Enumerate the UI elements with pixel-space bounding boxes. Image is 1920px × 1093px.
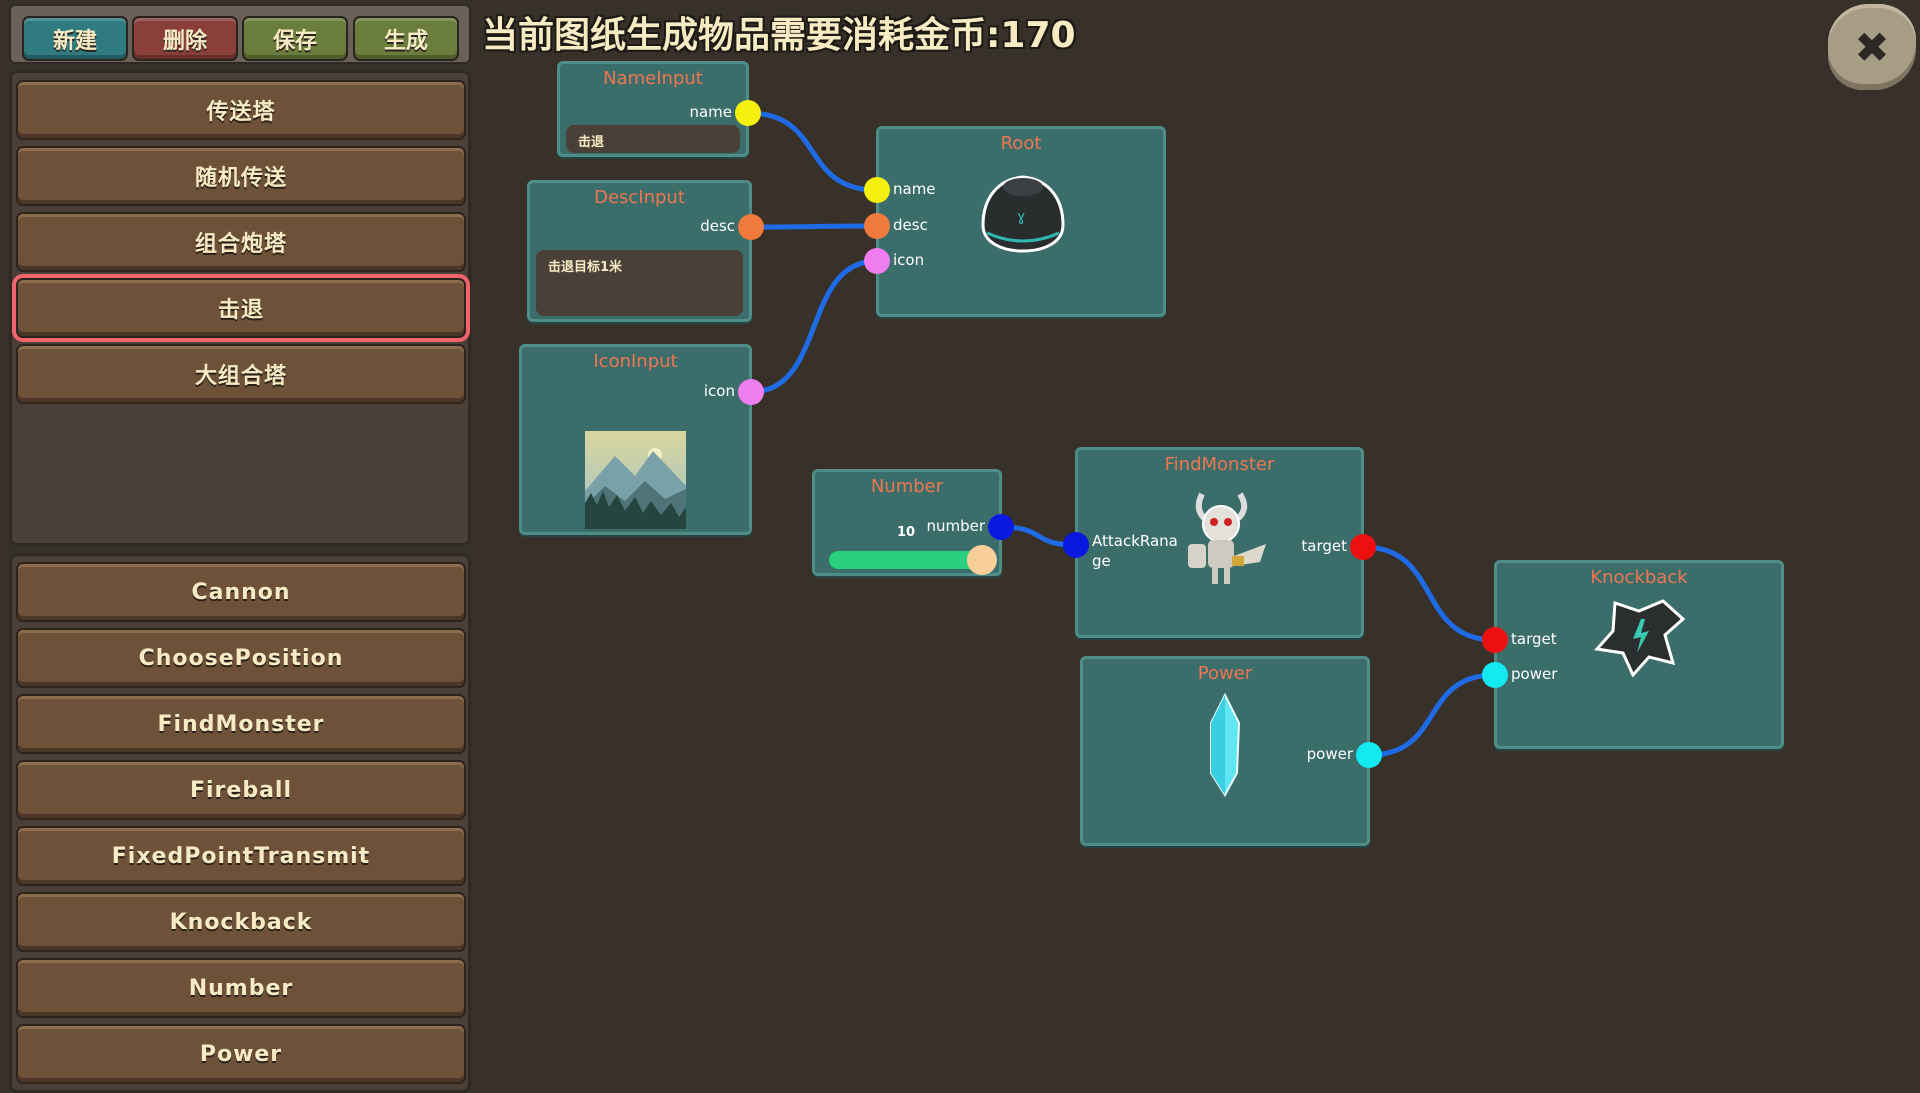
- blueprint-item[interactable]: 大组合塔: [16, 344, 466, 404]
- blueprint-item[interactable]: 随机传送: [16, 146, 466, 206]
- delete-button[interactable]: 删除: [132, 16, 238, 61]
- attack-range-input-port[interactable]: [1063, 532, 1089, 558]
- node-title: Knockback: [1590, 567, 1688, 588]
- name-input-field[interactable]: 击退: [566, 125, 740, 153]
- port-label: icon: [703, 382, 735, 400]
- target-output-port[interactable]: [1350, 534, 1376, 560]
- slider-fill: [829, 551, 989, 569]
- node-type-item[interactable]: Fireball: [16, 760, 466, 820]
- node-title: IconInput: [593, 351, 678, 372]
- node-root[interactable]: Root name desc icon ɣ: [864, 126, 1166, 317]
- save-button[interactable]: 保存: [242, 16, 348, 61]
- wire-target: [1362, 544, 1496, 643]
- generate-button[interactable]: 生成: [353, 16, 459, 61]
- desc-output-port[interactable]: [738, 214, 764, 240]
- node-title: NameInput: [603, 68, 703, 89]
- name-output-port[interactable]: [735, 100, 761, 126]
- target-input-port[interactable]: [1482, 627, 1508, 653]
- node-type-item[interactable]: Knockback: [16, 892, 466, 952]
- port-label: number: [926, 517, 985, 535]
- knockback-skill-icon: [1594, 599, 1686, 677]
- node-title: DescInput: [594, 187, 685, 208]
- port-label: target: [1301, 537, 1347, 555]
- svg-text:ɣ: ɣ: [1017, 209, 1025, 225]
- landscape-image-icon[interactable]: [585, 431, 686, 529]
- wire-desc: [750, 223, 878, 230]
- port-label: name: [893, 180, 936, 198]
- node-title: FindMonster: [1164, 454, 1275, 475]
- node-desc-input[interactable]: DescInput desc 击退目标1米: [527, 180, 764, 322]
- skeleton-monster-icon: [1188, 492, 1266, 584]
- cost-title: 当前图纸生成物品需要消耗金币:170: [482, 15, 1076, 56]
- desc-input-field[interactable]: 击退目标1米: [536, 250, 743, 316]
- node-power[interactable]: Power power: [1080, 656, 1382, 846]
- port-label: name: [689, 103, 732, 121]
- power-input-port[interactable]: [1482, 662, 1508, 688]
- node-type-list: Cannon ChoosePosition FindMonster Fireba…: [9, 553, 471, 1093]
- number-output-port[interactable]: [988, 514, 1014, 540]
- number-value: 10: [897, 525, 916, 540]
- node-title: Root: [1000, 133, 1042, 154]
- wire-name: [747, 110, 878, 193]
- node-type-item[interactable]: Cannon: [16, 562, 466, 622]
- node-type-item[interactable]: Number: [16, 958, 466, 1018]
- port-label: icon: [893, 251, 925, 269]
- node-icon-input[interactable]: IconInput icon: [519, 344, 764, 535]
- desc-input-port[interactable]: [864, 213, 890, 239]
- port-label: power: [1306, 745, 1353, 763]
- wire-icon: [750, 258, 878, 395]
- node-type-item[interactable]: Power: [16, 1024, 466, 1084]
- node-type-item[interactable]: FindMonster: [16, 694, 466, 754]
- node-type-item[interactable]: FixedPointTransmit: [16, 826, 466, 886]
- node-title: Number: [870, 476, 944, 497]
- node-knockback[interactable]: Knockback target power: [1482, 560, 1784, 749]
- number-slider[interactable]: [829, 545, 997, 575]
- node-name-input[interactable]: NameInput name 击退: [557, 61, 761, 157]
- blueprint-item[interactable]: 组合炮塔: [16, 212, 466, 272]
- node-type-item[interactable]: ChoosePosition: [16, 628, 466, 688]
- wire-power: [1368, 672, 1496, 758]
- port-label: AttackRana ge: [1092, 532, 1178, 570]
- port-label: power: [1511, 665, 1558, 683]
- toolbar: 新建 删除 保存 生成: [9, 4, 471, 64]
- blueprint-item[interactable]: 传送塔: [16, 80, 466, 140]
- power-output-port[interactable]: [1356, 742, 1382, 768]
- name-input-port[interactable]: [864, 177, 890, 203]
- port-label: target: [1511, 630, 1557, 648]
- blueprint-item-selected[interactable]: 击退: [12, 274, 470, 342]
- slider-thumb[interactable]: [967, 545, 997, 575]
- icon-output-port[interactable]: [738, 379, 764, 405]
- port-label: desc: [700, 217, 735, 235]
- blueprint-list: 传送塔 随机传送 组合炮塔 击退 大组合塔: [9, 70, 471, 546]
- icon-input-port[interactable]: [864, 248, 890, 274]
- port-label: desc: [893, 216, 928, 234]
- new-button[interactable]: 新建: [22, 16, 128, 61]
- close-x-icon: ✖: [1854, 22, 1890, 72]
- close-button[interactable]: ✖: [1828, 4, 1916, 90]
- node-title: Power: [1197, 663, 1253, 684]
- tower-dome-icon: ɣ: [981, 175, 1065, 253]
- node-number[interactable]: Number number 10: [812, 469, 1014, 576]
- node-find-monster[interactable]: FindMonster AttackRana ge target: [1063, 447, 1376, 638]
- crystal-icon: [1210, 693, 1241, 797]
